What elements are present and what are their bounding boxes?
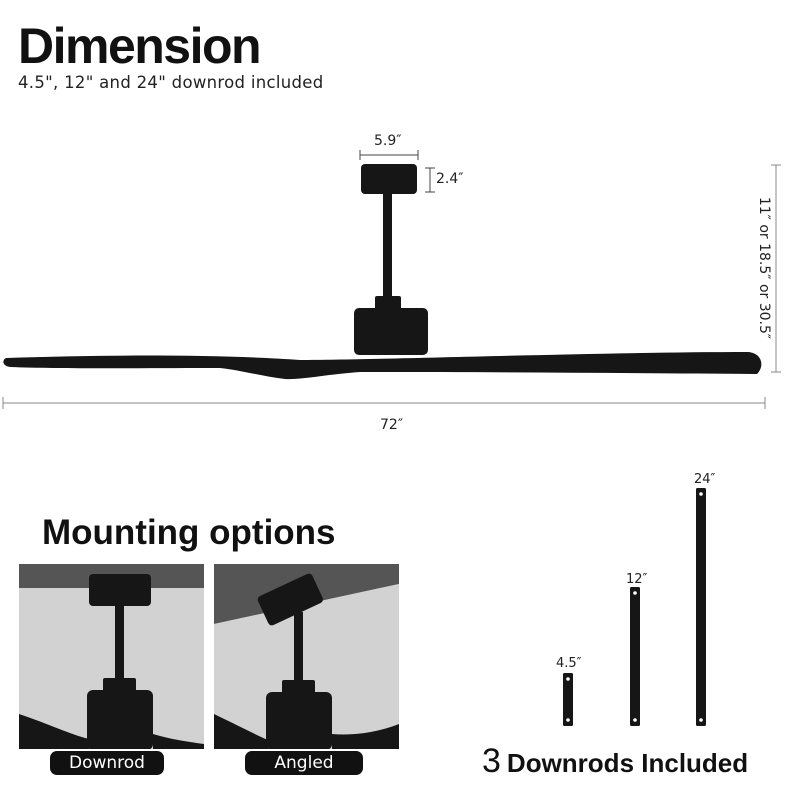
fan-motor (354, 308, 428, 355)
downrods-illustration (563, 488, 706, 726)
fan-dimension-drawing (2, 150, 781, 409)
downrod-4-5 (563, 673, 573, 726)
overall-height-line (771, 164, 781, 373)
angled-mount-photo (214, 564, 399, 749)
blade-span-label: 72″ (380, 417, 404, 433)
fan-downrod (383, 194, 392, 298)
overall-height-label: 11″ or 18.5″ or 30.5″ (756, 196, 772, 340)
ceiling-fan (3, 164, 762, 380)
downrods-count: 3 (482, 742, 501, 780)
mounting-options-title: Mounting options (42, 513, 336, 552)
downrod-label-12: 12″ (626, 572, 648, 587)
canopy-height-line (425, 167, 435, 193)
downrod-12 (630, 587, 640, 726)
mount-option-downrod: Downrod (50, 751, 164, 775)
canopy-height-label: 2.4″ (436, 171, 464, 187)
angled-mount-illustration (214, 564, 399, 749)
downrod-label-4-5: 4.5″ (556, 656, 582, 671)
fan-coupler (375, 296, 401, 310)
canopy-width-label: 5.9″ (374, 133, 402, 149)
fan-canopy (361, 164, 417, 194)
page-subtitle: 4.5", 12" and 24" downrod included (18, 73, 324, 92)
downrods-title-text: Downrods Included (506, 748, 749, 778)
downrod-mount-illustration (19, 564, 204, 749)
page-title: Dimension (18, 18, 262, 74)
fan-blades (3, 352, 762, 380)
downrod-mount-photo (19, 564, 204, 749)
downrod-24 (696, 488, 706, 726)
mount-option-angled: Angled (245, 751, 363, 775)
blade-span-line (2, 397, 766, 409)
downrod-label-24: 24″ (694, 472, 716, 487)
canopy-width-line (359, 150, 419, 160)
